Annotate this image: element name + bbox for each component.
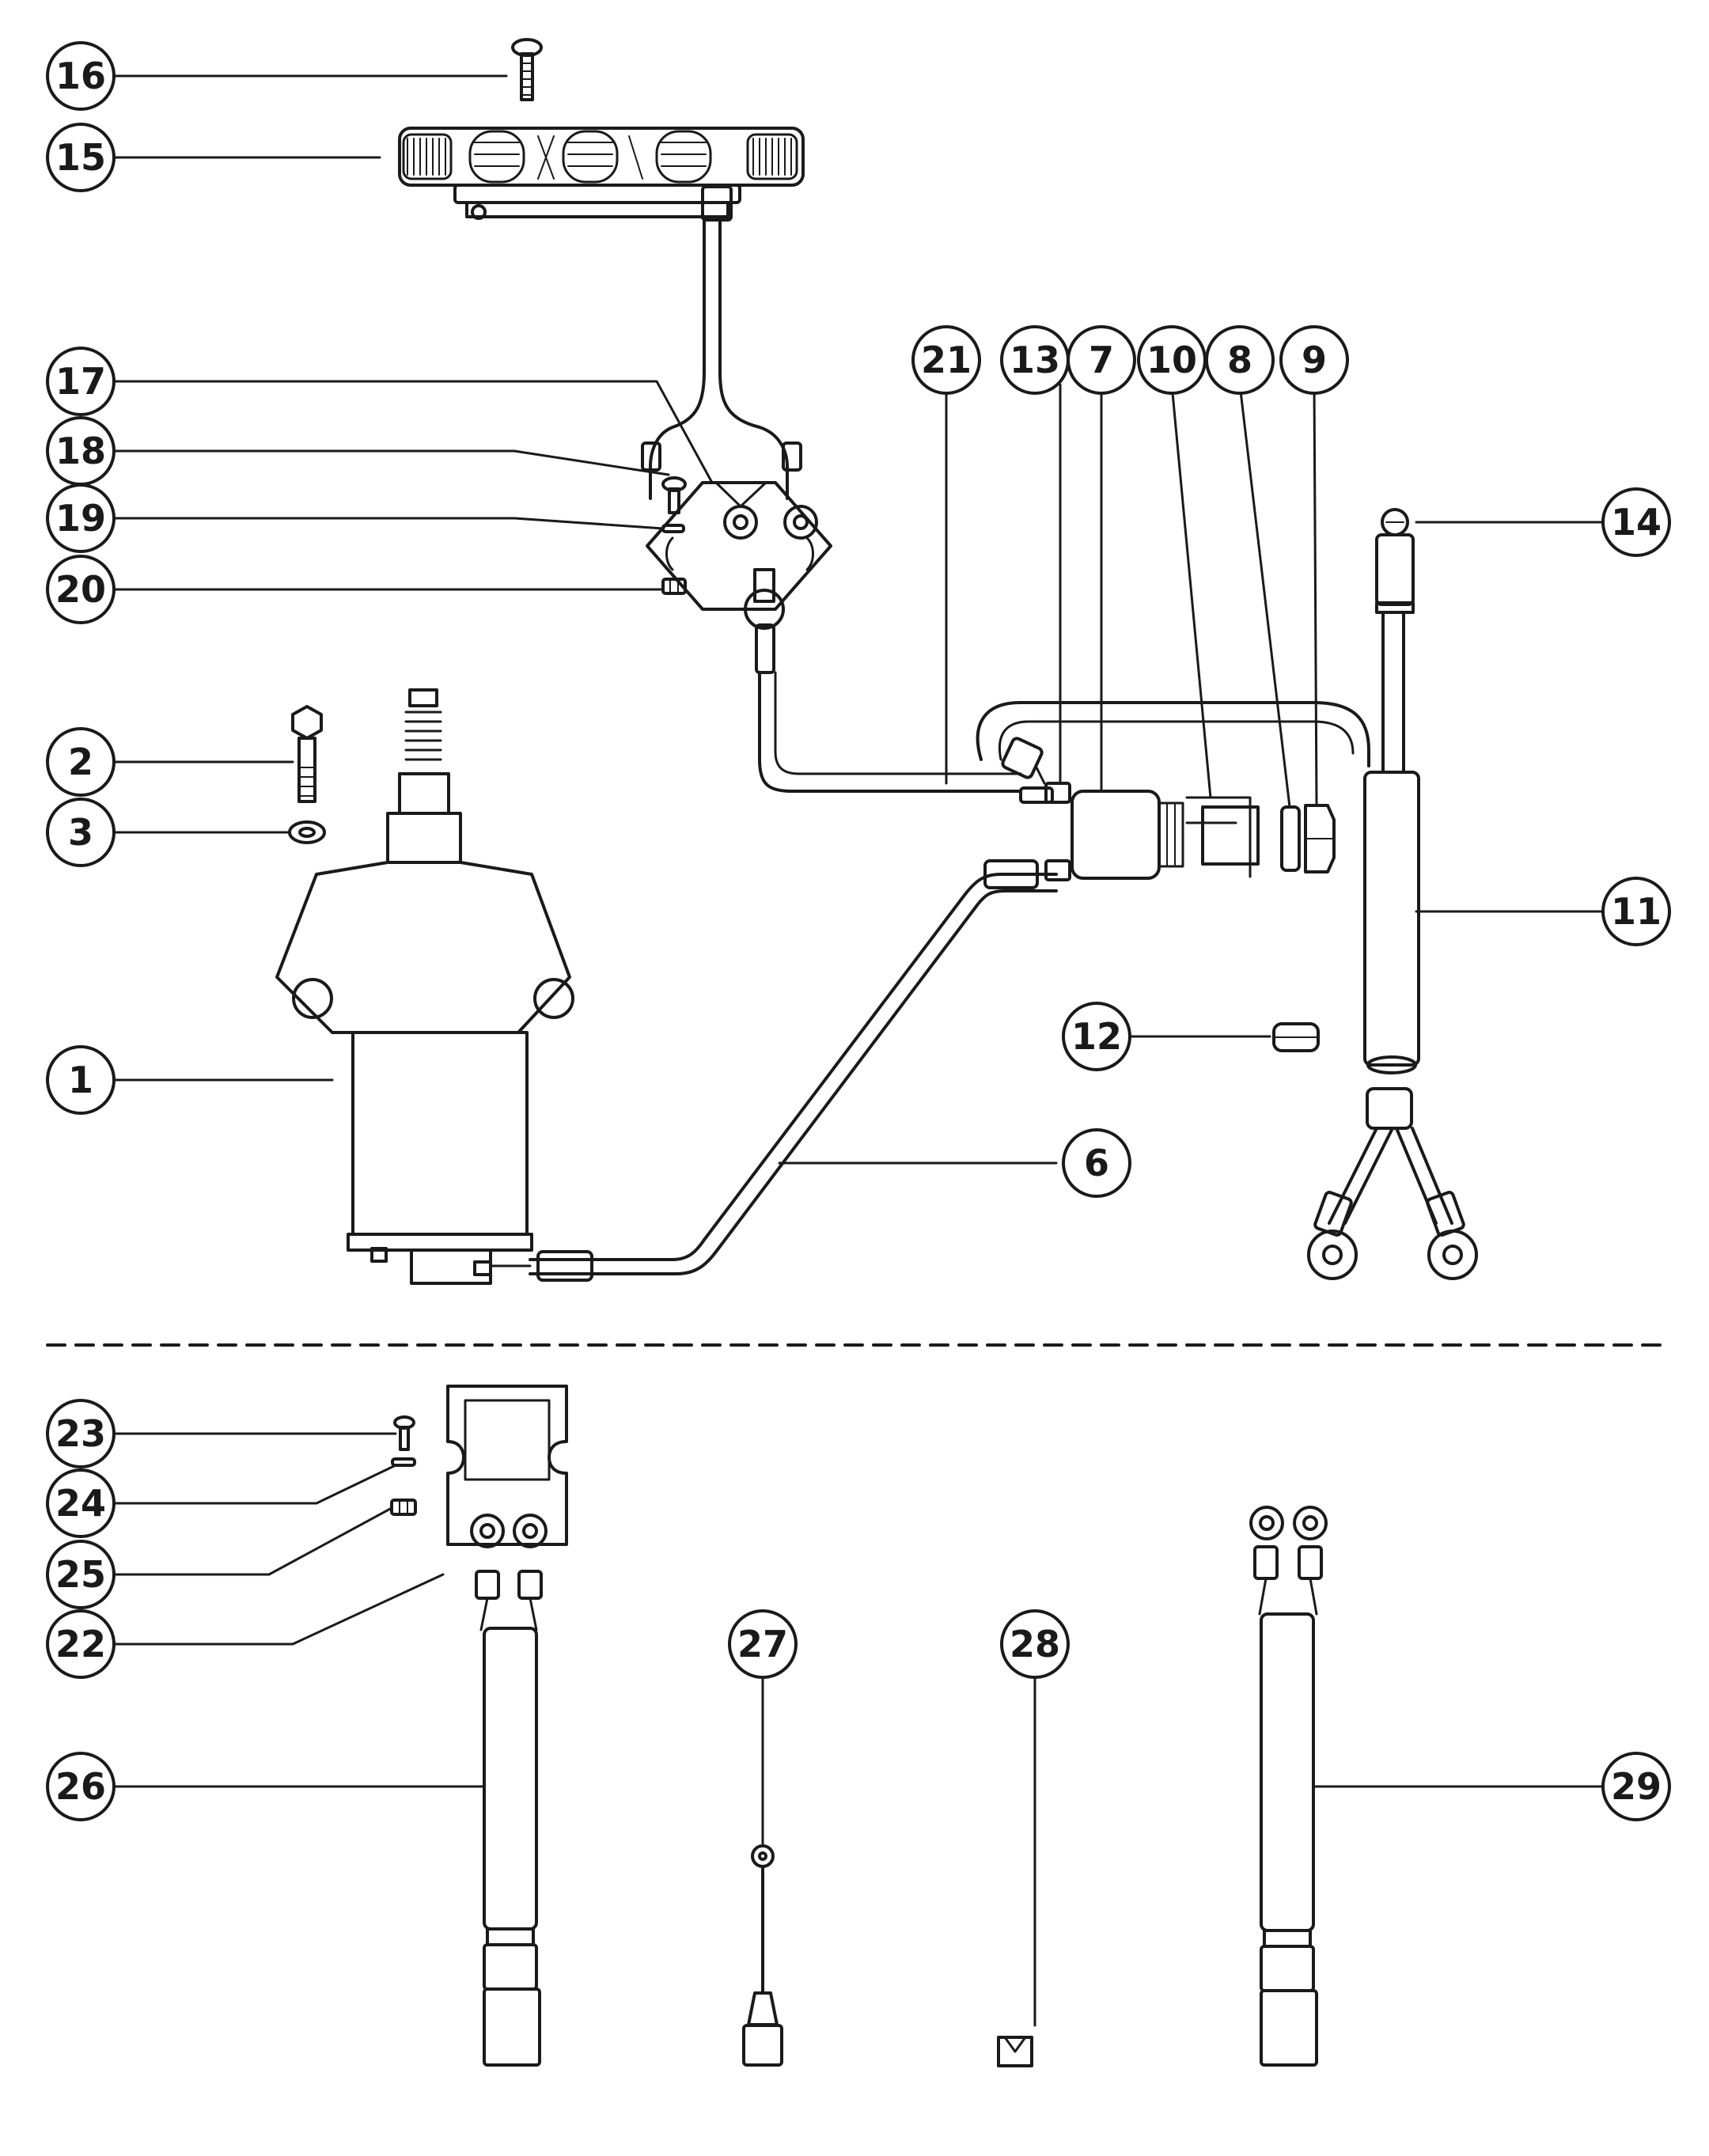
part-2-bolt: [291, 705, 323, 803]
callout-1-label: 1: [68, 1059, 93, 1101]
part-8-washer: [1280, 805, 1301, 872]
callout-18-label: 18: [55, 430, 106, 472]
part-28-clip: [997, 2036, 1033, 2067]
callout-23: 23: [46, 1399, 116, 1468]
callout-6: 6: [1062, 1128, 1131, 1198]
solenoid-loop-wire: [976, 701, 1370, 785]
part-11-battery-cable: [1307, 612, 1478, 1280]
part-16-screw: [511, 38, 543, 101]
part-15-coil-block: [398, 127, 805, 222]
part-9-nut: [1304, 804, 1336, 873]
part-26-harness: [479, 1597, 541, 2067]
callout-21-label: 21: [921, 339, 972, 381]
callout-21: 21: [911, 325, 981, 395]
part-22-terminal-block: [446, 1385, 568, 1600]
callout-11-label: 11: [1611, 890, 1662, 933]
callout-23-label: 23: [55, 1412, 106, 1455]
wire-15-to-17: [641, 220, 802, 500]
callout-18: 18: [46, 416, 116, 486]
callout-1: 1: [46, 1045, 116, 1115]
callout-17-label: 17: [55, 360, 106, 403]
callout-25-label: 25: [55, 1553, 106, 1596]
callout-28: 28: [1000, 1609, 1070, 1679]
part-29-harness: [1249, 1506, 1328, 2067]
callout-2-label: 2: [68, 741, 93, 783]
callout-8-label: 8: [1227, 339, 1252, 381]
callout-13-label: 13: [1010, 339, 1060, 381]
callout-7-label: 7: [1089, 339, 1114, 381]
callout-27: 27: [728, 1609, 798, 1679]
leader-lines: [112, 74, 1605, 2027]
callout-9-label: 9: [1302, 339, 1327, 381]
part-18-screw: [661, 476, 687, 514]
callout-9: 9: [1279, 325, 1349, 395]
part-25-nut: [390, 1499, 417, 1516]
part-7-solenoid: [1070, 790, 1184, 880]
callout-7: 7: [1067, 325, 1136, 395]
callout-24-label: 24: [55, 1482, 106, 1525]
callout-15: 15: [46, 123, 116, 192]
callout-2: 2: [46, 727, 116, 797]
callout-22: 22: [46, 1609, 116, 1679]
callout-25: 25: [46, 1540, 116, 1609]
callout-27-label: 27: [737, 1623, 788, 1665]
callout-20: 20: [46, 555, 116, 624]
part-23-screw: [393, 1415, 415, 1451]
part-10-bracket: [1185, 796, 1260, 878]
callout-19-label: 19: [55, 497, 106, 540]
callout-13: 13: [1000, 325, 1070, 395]
callout-29-label: 29: [1611, 1765, 1662, 1808]
part-17-terminal-block: [646, 481, 832, 674]
callout-3: 3: [46, 798, 116, 867]
part-21-wire: [758, 671, 1054, 804]
callout-16-label: 16: [55, 55, 106, 97]
callout-26-label: 26: [55, 1765, 106, 1808]
part-6-cable: [529, 859, 1058, 1282]
part-24-washer: [391, 1457, 416, 1467]
part-12-grommet: [1272, 1022, 1320, 1052]
callout-29: 29: [1601, 1752, 1671, 1821]
callout-12: 12: [1062, 1002, 1131, 1071]
callout-16: 16: [46, 41, 116, 111]
part-1-starter-motor: [275, 688, 574, 1285]
callout-10-label: 10: [1146, 339, 1197, 381]
part-27-lead: [742, 1844, 783, 2067]
callout-14-label: 14: [1611, 501, 1662, 544]
callout-22-label: 22: [55, 1623, 106, 1665]
callout-24: 24: [46, 1468, 116, 1538]
callout-15-label: 15: [55, 136, 106, 179]
callout-19: 19: [46, 483, 116, 553]
part-20-nut: [661, 578, 687, 595]
callout-6-label: 6: [1084, 1142, 1109, 1184]
callout-10: 10: [1137, 325, 1207, 395]
part-19-washer: [661, 524, 685, 533]
callout-8: 8: [1205, 325, 1275, 395]
callout-20-label: 20: [55, 568, 106, 611]
part-13-terminal: [1044, 782, 1071, 881]
callout-11: 11: [1601, 877, 1671, 946]
part-3-lockwasher: [288, 820, 326, 844]
callout-12-label: 12: [1071, 1015, 1122, 1058]
callout-3-label: 3: [68, 811, 93, 854]
callout-14: 14: [1601, 487, 1671, 557]
callout-26: 26: [46, 1752, 116, 1821]
callout-28-label: 28: [1010, 1623, 1060, 1665]
part-14-cable-end: [1375, 508, 1415, 614]
callout-17: 17: [46, 347, 116, 416]
